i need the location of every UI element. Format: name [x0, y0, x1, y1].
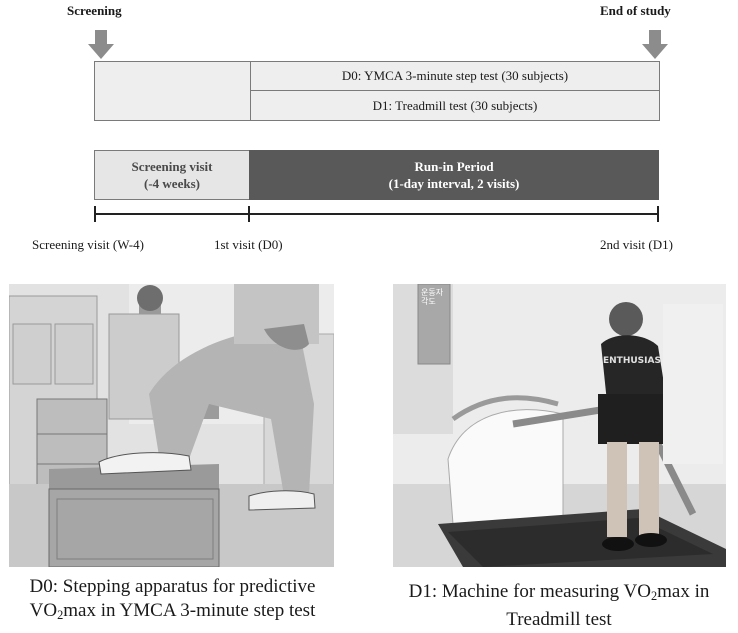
screening-blank-cell — [94, 61, 251, 121]
step-test-illustration — [9, 284, 334, 567]
treadmill-photo: 운동자각도 ENTHUSIAS — [393, 284, 726, 567]
timeline-axis — [94, 206, 659, 222]
visit-label-first: 1st visit (D0) — [214, 237, 283, 252]
visit-label-second: 2nd visit (D1) — [600, 237, 673, 252]
run-in-period-sub: (1-day interval, 2 visits) — [388, 176, 520, 191]
screening-visit-box: Screening visit (-4 weeks) — [94, 150, 250, 200]
rpe-sign: 운동자각도 — [421, 288, 444, 306]
end-of-study-arrow-icon — [642, 30, 668, 59]
left-caption-line2: VO2max in YMCA 3-minute step test — [29, 600, 316, 623]
shirt-text: ENTHUSIAS — [603, 356, 661, 366]
left-caption-line1: D0: Stepping apparatus for predictive — [29, 576, 316, 597]
end-of-study-label: End of study — [600, 3, 671, 18]
left-caption: D0: Stepping apparatus for predictive VO… — [0, 575, 345, 627]
right-caption-line2: Treadmill test — [506, 609, 612, 631]
run-in-period-box: Run-in Period (1-day interval, 2 visits) — [249, 150, 659, 200]
screening-label: Screening — [67, 3, 122, 18]
d0-row: D0: YMCA 3-minute step test (30 subjects… — [250, 61, 660, 91]
d1-row: D1: Treadmill test (30 subjects) — [250, 90, 660, 121]
right-caption: D1: Machine for measuring VO2max in Trea… — [380, 580, 738, 632]
run-in-period-title: Run-in Period — [414, 159, 494, 174]
screening-visit-box-title: Screening visit — [131, 159, 213, 174]
screening-arrow-icon — [88, 30, 114, 59]
right-caption-line1: D1: Machine for measuring VO2max in — [408, 581, 710, 604]
treadmill-illustration — [393, 284, 726, 567]
visit-label-screening: Screening visit (W-4) — [32, 237, 144, 252]
step-test-photo — [9, 284, 334, 567]
screening-visit-box-sub: (-4 weeks) — [144, 176, 200, 191]
